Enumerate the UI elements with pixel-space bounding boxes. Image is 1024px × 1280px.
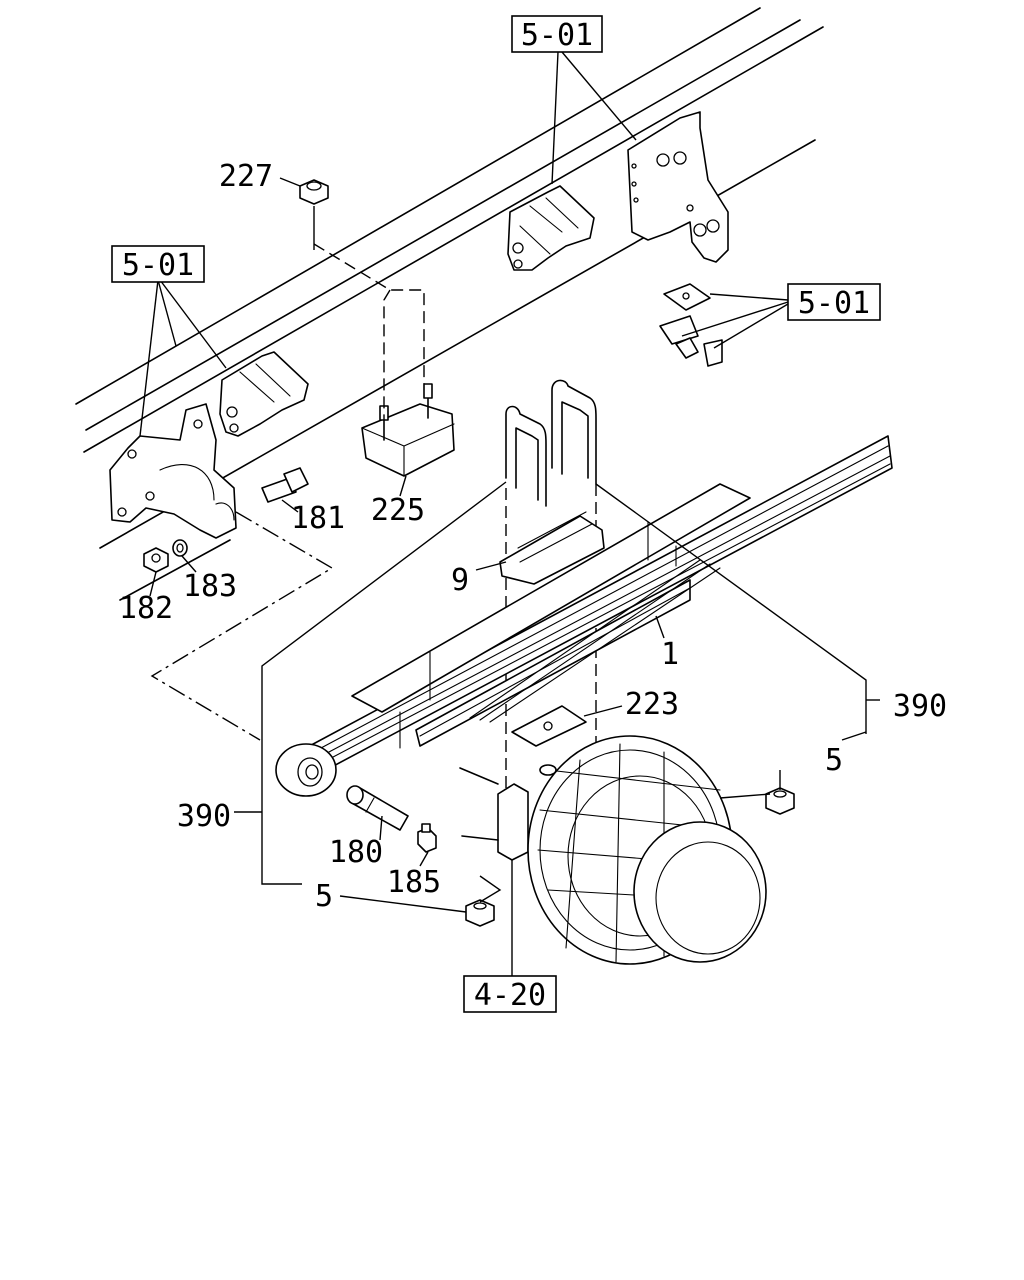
washer-183 [172, 539, 188, 557]
shackle-bracket-left [219, 351, 309, 437]
reference-box-right: 5-01 [787, 283, 881, 321]
leaf-spring [275, 435, 893, 797]
callout-225: 225 [371, 493, 425, 528]
callout-183: 183 [183, 569, 237, 604]
callout-5-left: 5 [315, 879, 333, 914]
callout-390-left: 390 [177, 799, 231, 834]
nut-227-path [313, 243, 425, 420]
callout-labels: 227 181 182 183 225 9 1 223 390 5 390 18… [119, 159, 947, 914]
callout-181: 181 [291, 501, 345, 536]
reference-box-left: 5-01 [111, 245, 205, 283]
u-bolt-right [551, 379, 597, 485]
u-bolt-left [505, 405, 547, 507]
bolt-axis-line [150, 511, 334, 741]
callout-9: 9 [451, 563, 469, 598]
callout-5-right: 5 [825, 743, 843, 778]
bolt-181 [261, 467, 309, 503]
callout-227: 227 [219, 159, 273, 194]
nut-182 [143, 547, 169, 573]
callout-1: 1 [661, 637, 679, 672]
u-bolt-seat [499, 511, 605, 585]
callout-223: 223 [625, 687, 679, 722]
rubber-bumper [361, 383, 455, 477]
axle-hub-drum [459, 735, 767, 965]
callout-182: 182 [119, 591, 173, 626]
plate-223 [511, 705, 587, 747]
callout-390-right: 390 [893, 689, 947, 724]
nut-5-left [465, 899, 495, 927]
spring-hanger-bracket-top [627, 111, 729, 263]
small-bracket-parts-right [659, 283, 723, 367]
reference-box-top: 5-01 [511, 15, 603, 53]
leader-lines [139, 51, 880, 978]
nut-5-right [765, 787, 795, 815]
reference-label-top: 5-01 [521, 18, 593, 53]
reference-label-bottom: 4-20 [474, 978, 546, 1013]
nut-227 [299, 179, 329, 205]
reference-box-bottom: 4-20 [463, 975, 557, 1013]
reference-label-left: 5-01 [122, 248, 194, 283]
spring-pin-180 [346, 785, 409, 831]
reference-label-right: 5-01 [798, 286, 870, 321]
shackle-bracket-top [507, 185, 595, 271]
spring-hanger-bracket-left [109, 403, 237, 539]
callout-185: 185 [387, 865, 441, 900]
grease-fitting-185 [417, 823, 437, 853]
callout-180: 180 [329, 835, 383, 870]
